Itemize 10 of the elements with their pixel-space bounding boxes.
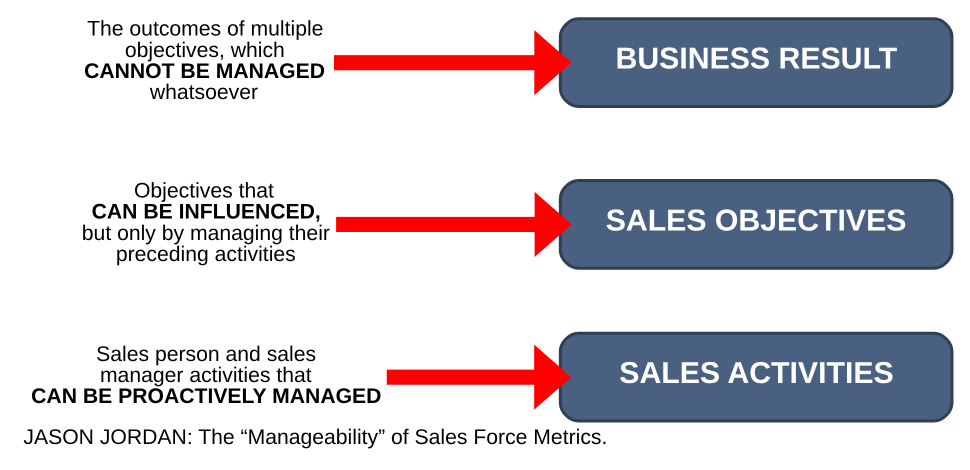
node-text: Objectives that CAN BE INFLUENCED, but only by managing their preceding activities [81,180,330,266]
node-box: SALES ACTIVITIES [558,332,953,422]
arrow [386,344,571,410]
caption: JASON JORDAN: The “Manageability” of Sales Force Metrics. [22,426,607,449]
node-box: BUSINESS RESULT [558,17,953,108]
node-text: Sales person and sales manager activities that CAN BE PROACTIVELY MANAGED [30,342,381,408]
arrow [336,192,572,257]
node-box: SALES OBJECTIVES [558,179,953,270]
node-text: The outcomes of multiple objectives, which CANNOT BE MANAGED whatsoever [84,18,325,104]
arrow [334,30,571,96]
